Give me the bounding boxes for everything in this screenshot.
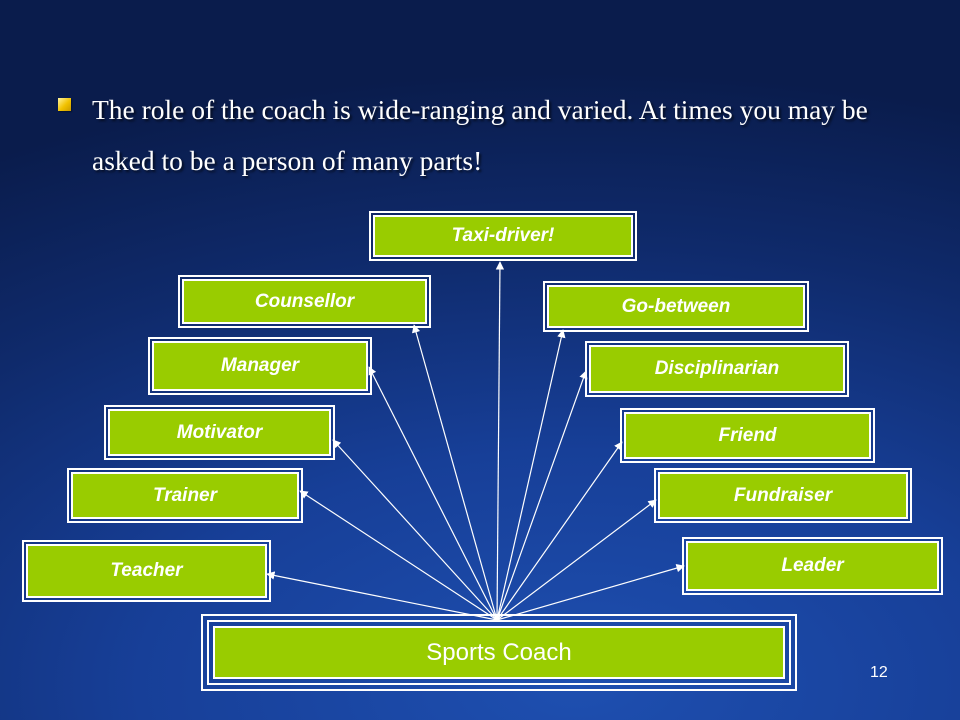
role-label-fundraiser: Fundraiser	[658, 472, 908, 519]
sports-coach-frame: Sports Coach	[207, 620, 791, 685]
arrow-leader	[496, 564, 685, 621]
arrow-counsellor	[412, 324, 498, 621]
role-label-friend: Friend	[624, 412, 871, 459]
role-label-teacher: Teacher	[26, 544, 267, 598]
arrow-disciplinarian	[496, 370, 588, 621]
arrow-motivator	[332, 439, 498, 621]
bullet-text: The role of the coach is wide-ranging an…	[92, 94, 868, 176]
square-bullet-icon	[58, 98, 71, 111]
role-label-leader: Leader	[686, 541, 939, 591]
arrow-trainer	[299, 490, 498, 621]
role-box-fundraiser: Fundraiser	[654, 468, 912, 523]
role-box-taxi-driver: Taxi-driver!	[369, 211, 637, 261]
role-box-disciplinarian: Disciplinarian	[585, 341, 849, 397]
role-box-friend: Friend	[620, 408, 875, 463]
role-label-disciplinarian: Disciplinarian	[589, 345, 845, 393]
role-box-leader: Leader	[682, 537, 943, 595]
role-box-motivator: Motivator	[104, 405, 335, 460]
role-box-manager: Manager	[148, 337, 372, 395]
arrow-fundraiser	[496, 499, 657, 621]
role-label-taxi-driver: Taxi-driver!	[373, 215, 633, 257]
arrow-teacher	[266, 571, 498, 621]
arrow-go-between	[496, 329, 566, 621]
role-box-trainer: Trainer	[67, 468, 303, 523]
role-label-counsellor: Counsellor	[182, 279, 427, 324]
role-label-manager: Manager	[152, 341, 368, 391]
arrow-taxi-driver	[495, 261, 505, 621]
role-box-teacher: Teacher	[22, 540, 271, 602]
sports-coach-label: Sports Coach	[213, 626, 785, 679]
arrow-manager	[368, 366, 498, 621]
role-label-go-between: Go-between	[547, 285, 805, 328]
sports-coach-box: Sports Coach	[201, 614, 797, 691]
role-label-trainer: Trainer	[71, 472, 299, 519]
role-box-counsellor: Counsellor	[178, 275, 431, 328]
role-label-motivator: Motivator	[108, 409, 331, 456]
arrow-friend	[496, 441, 623, 621]
page-number: 12	[870, 664, 888, 681]
role-box-go-between: Go-between	[543, 281, 809, 332]
